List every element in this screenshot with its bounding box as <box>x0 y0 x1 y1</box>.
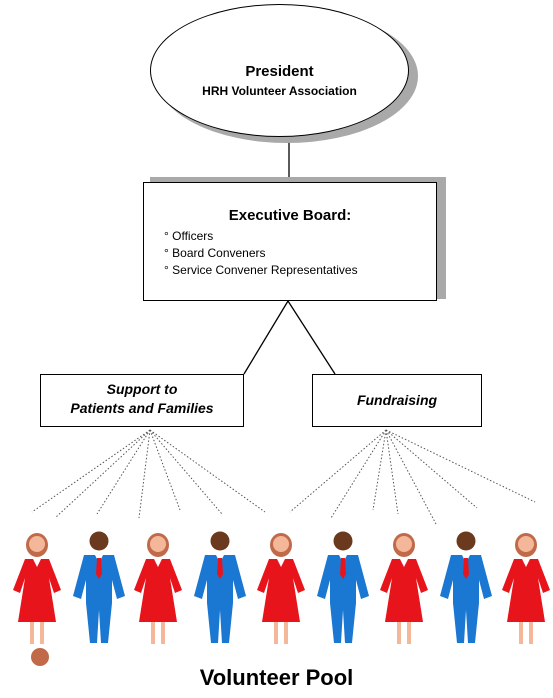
leg <box>274 622 278 644</box>
woman-volunteer-icon <box>13 533 61 644</box>
tie <box>96 558 102 579</box>
collar <box>33 559 41 567</box>
dotted-link-line <box>149 429 181 511</box>
executive-board-node: Executive Board: Officers Board Convener… <box>143 182 437 301</box>
dotted-links <box>31 429 536 525</box>
leg <box>151 622 155 644</box>
woman-volunteer-icon <box>502 533 550 644</box>
support-line-2: Patients and Families <box>70 400 214 416</box>
dotted-link-line <box>289 429 387 513</box>
dotted-link-line <box>138 429 151 519</box>
head <box>456 531 476 551</box>
suit <box>73 555 125 643</box>
dotted-link-line <box>385 429 536 503</box>
tie <box>463 558 469 579</box>
dotted-link-line <box>385 429 399 515</box>
face <box>150 536 166 552</box>
president-title: President <box>245 63 314 80</box>
dotted-link-line <box>385 429 478 509</box>
collar <box>154 559 162 567</box>
man-volunteer-icon <box>194 531 246 643</box>
suit <box>317 555 369 643</box>
suit <box>440 555 492 643</box>
face <box>273 536 289 552</box>
leg <box>40 622 44 644</box>
leg <box>529 622 533 644</box>
fundraising-node: Fundraising <box>312 374 482 427</box>
president-subtitle: HRH Volunteer Association <box>202 84 357 98</box>
leg <box>30 622 34 644</box>
support-node: Support to Patients and Families <box>40 374 244 427</box>
board-to-support-line <box>243 300 289 375</box>
head <box>89 531 109 551</box>
executive-board-list: Officers Board Conveners Service Convene… <box>164 228 358 279</box>
man-volunteer-icon <box>317 531 369 643</box>
collar <box>400 559 408 567</box>
executive-board-item: Board Conveners <box>164 245 358 262</box>
collar <box>522 559 530 567</box>
volunteer-pool-label: Volunteer Pool <box>199 665 354 690</box>
dress <box>380 559 428 622</box>
leg <box>397 622 401 644</box>
woman-volunteer-icon <box>380 533 428 644</box>
dotted-link-line <box>31 429 151 513</box>
head <box>333 531 353 551</box>
dress <box>13 559 61 622</box>
executive-board-item: Service Convener Representatives <box>164 262 357 279</box>
head <box>210 531 230 551</box>
board-to-fundraising-line <box>287 300 336 375</box>
woman-volunteer-icon <box>257 533 305 644</box>
dress <box>134 559 182 622</box>
dotted-link-line <box>330 429 387 519</box>
tie <box>217 558 223 579</box>
dress <box>502 559 550 622</box>
collar <box>277 559 285 567</box>
fundraising-label: Fundraising <box>356 392 438 408</box>
dotted-link-line <box>149 429 223 515</box>
partial-head-icon <box>31 648 49 666</box>
dress <box>257 559 305 622</box>
suit <box>194 555 246 643</box>
dotted-link-line <box>54 429 151 519</box>
executive-board-title: Executive Board: <box>228 207 352 224</box>
man-volunteer-icon <box>73 531 125 643</box>
leg <box>161 622 165 644</box>
woman-volunteer-icon <box>134 533 182 644</box>
executive-board-item: Officers <box>164 228 358 245</box>
volunteer-figures <box>13 531 550 666</box>
dotted-link-line <box>149 429 266 513</box>
face <box>396 536 412 552</box>
face <box>29 536 45 552</box>
president-node: President HRH Volunteer Association <box>150 4 409 137</box>
dotted-link-line <box>385 429 437 525</box>
leg <box>407 622 411 644</box>
leg <box>519 622 523 644</box>
dotted-link-line <box>372 429 387 511</box>
man-volunteer-icon <box>440 531 492 643</box>
tie <box>340 558 346 579</box>
face <box>518 536 534 552</box>
dotted-link-line <box>96 429 151 515</box>
support-line-1: Support to <box>106 381 178 397</box>
leg <box>284 622 288 644</box>
